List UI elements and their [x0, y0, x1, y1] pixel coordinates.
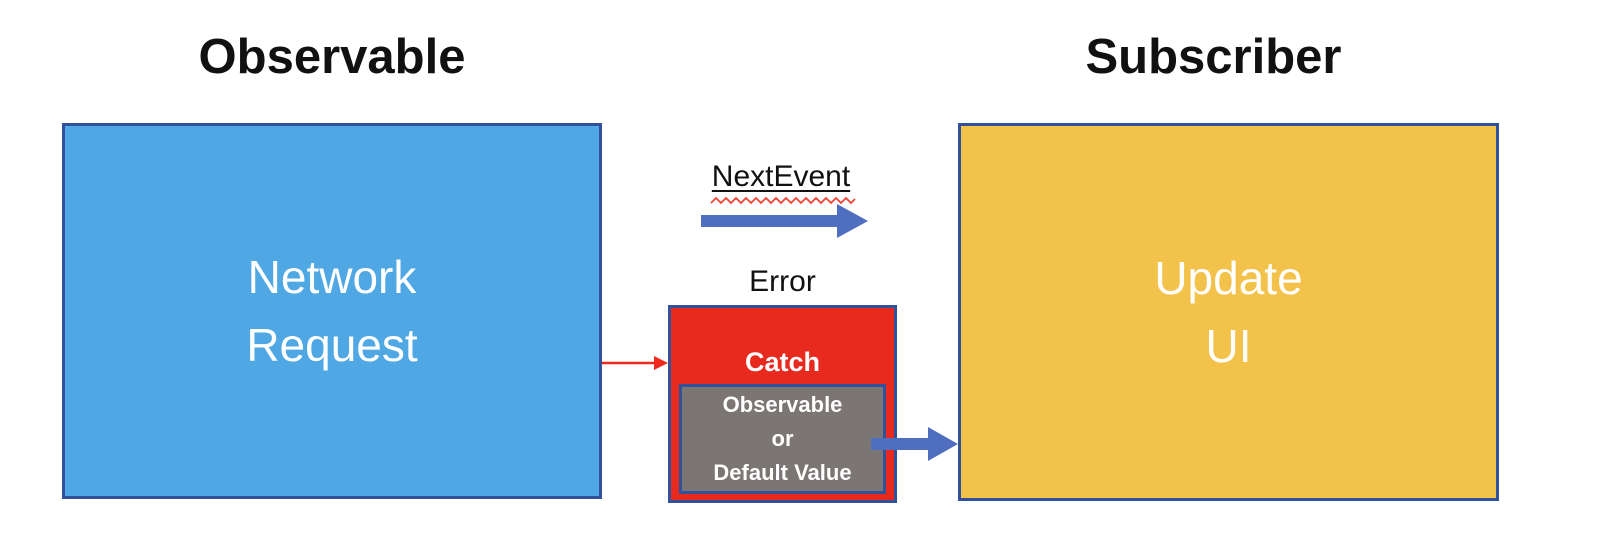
error-arrow-icon: [602, 356, 668, 370]
catch-result-arrow-icon: [871, 427, 958, 461]
spellcheck-squiggle-icon: [710, 196, 856, 205]
subscriber-title: Subscriber: [1085, 30, 1342, 84]
next-event-label: NextEvent: [711, 160, 851, 193]
network-request-label-line2: Request: [246, 319, 418, 371]
fallback-label-line3: Default Value: [713, 460, 852, 485]
observable-title: Observable: [198, 30, 466, 84]
fallback-box: Observable or Default Value: [679, 384, 886, 494]
fallback-label-line2: or: [771, 426, 794, 451]
update-ui-box: Update UI: [958, 123, 1499, 501]
update-ui-label-line2: UI: [1205, 320, 1252, 372]
next-event-arrow-icon: [701, 204, 868, 238]
update-ui-label-line1: Update: [1154, 252, 1303, 304]
network-request-label-line1: Network: [247, 251, 417, 303]
network-request-box: Network Request: [62, 123, 602, 499]
catch-label: Catch: [744, 347, 820, 377]
error-label: Error: [749, 265, 816, 298]
catch-box: Catch Observable or Default Value: [668, 305, 897, 503]
fallback-label-line1: Observable: [722, 392, 843, 417]
